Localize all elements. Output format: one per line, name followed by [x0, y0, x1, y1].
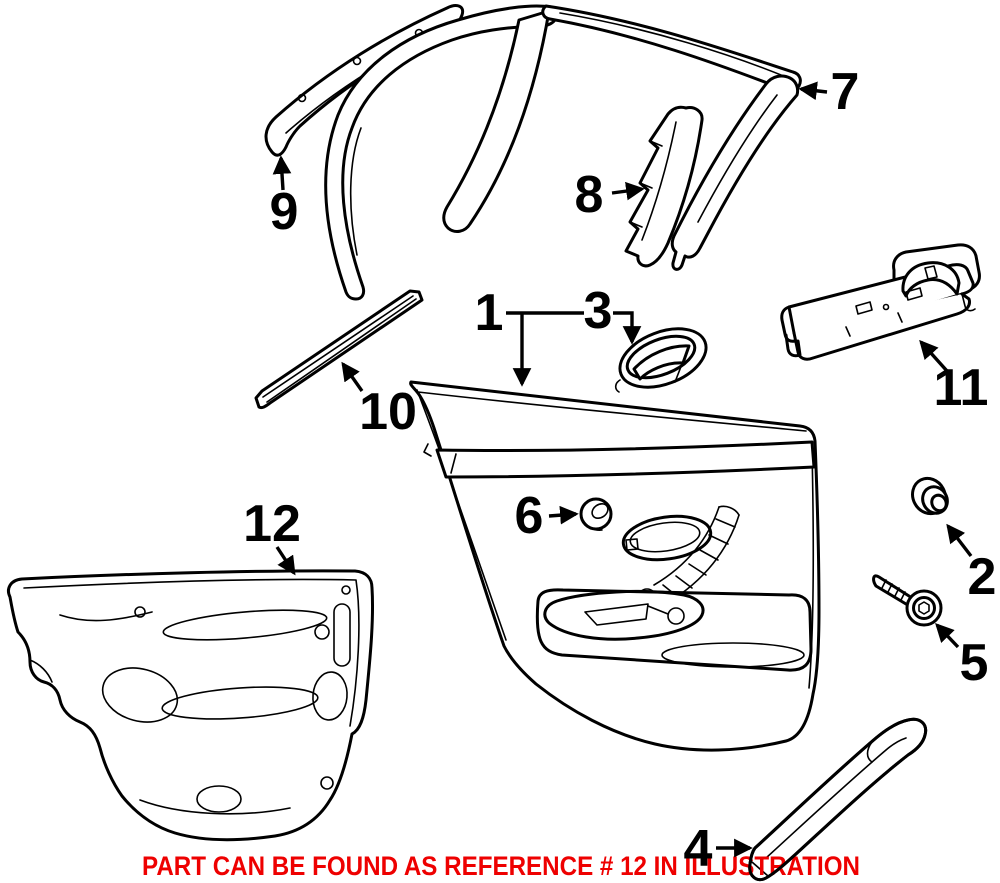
line-art — [7, 4, 981, 882]
callout-label-7: 7 — [831, 63, 860, 121]
part4-outline-overlay — [748, 717, 928, 882]
callout-label-4: 4 — [684, 820, 713, 878]
window-switch-part11 — [780, 243, 981, 361]
callout-arrow-10 — [341, 361, 364, 392]
belt-weatherstrip-part10 — [254, 289, 424, 410]
callout-label-9: 9 — [270, 183, 299, 241]
applique-strip-part8 — [624, 105, 704, 268]
callout-label-3: 3 — [584, 282, 613, 340]
window-division-bar — [442, 9, 551, 233]
callout-label-5: 5 — [960, 634, 989, 692]
callout-label-10: 10 — [359, 383, 417, 441]
callout-arrow-9 — [272, 155, 292, 191]
water-shield-part12 — [7, 569, 375, 842]
callout-arrow-5 — [935, 622, 960, 649]
callout-arrow-8 — [611, 181, 645, 201]
callout-arrow-11 — [919, 339, 949, 373]
retainer-grommet-part2 — [911, 476, 949, 516]
callout-arrow-12 — [275, 546, 296, 576]
callout-label-2: 2 — [968, 548, 997, 606]
callout-label-6: 6 — [515, 487, 544, 545]
handle-bezel-part3 — [614, 327, 708, 393]
frame-molding-part7 — [541, 4, 802, 271]
grommet-part6 — [579, 497, 613, 531]
callout-arrow-6 — [548, 505, 579, 525]
callout-label-11: 11 — [934, 359, 989, 417]
callout-label-8: 8 — [575, 166, 604, 224]
callout-arrow-7 — [798, 81, 828, 101]
callout-label-1: 1 — [475, 284, 504, 342]
callout-label-12: 12 — [243, 495, 301, 553]
door-trim-panel-part1 — [409, 380, 821, 752]
screw-part5 — [872, 574, 943, 627]
leader-hook-3-to-bezel — [613, 311, 642, 345]
callout-arrow-2 — [946, 523, 973, 558]
